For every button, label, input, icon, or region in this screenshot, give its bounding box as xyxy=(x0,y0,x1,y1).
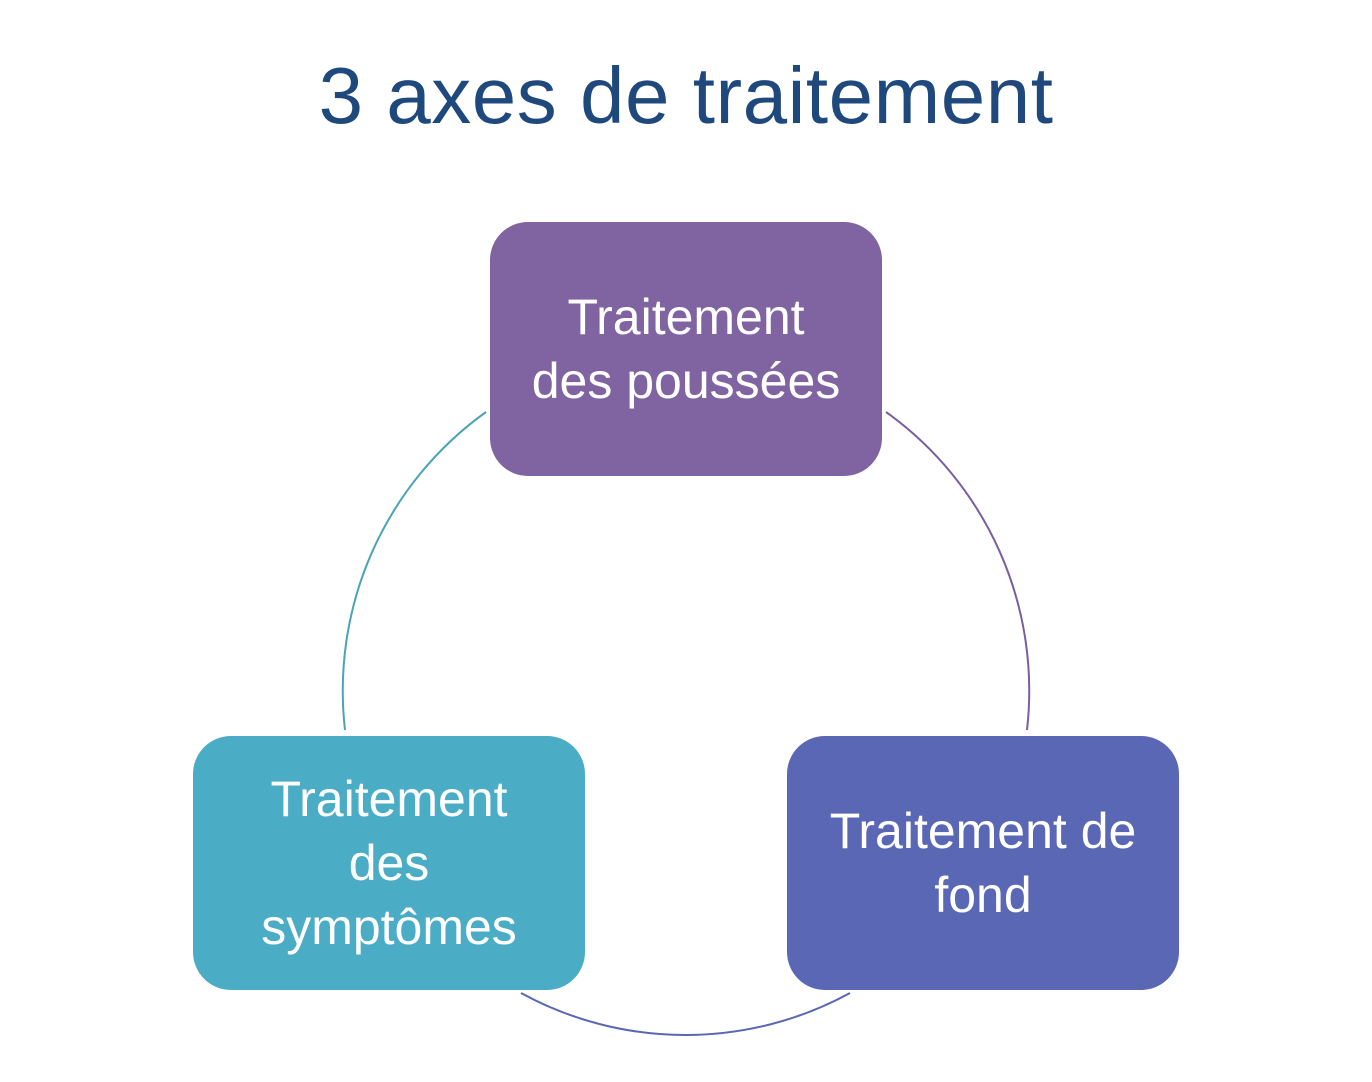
diagram-title: 3 axes de traitement xyxy=(318,51,1054,140)
arc-top-to-right xyxy=(885,411,1031,731)
node-treatment-relapses-label: Traitement des poussées xyxy=(531,289,841,409)
arc-right-to-left xyxy=(520,992,851,1036)
node-treatment-relapses: Traitement des poussées xyxy=(490,222,882,476)
arc-left-to-top xyxy=(341,411,487,731)
node-disease-modifying-treatment-label: Traitement de fond xyxy=(829,803,1137,923)
node-disease-modifying-treatment: Traitement de fond xyxy=(787,736,1179,990)
node-symptom-treatment: Traitement des symptômes xyxy=(193,736,585,990)
node-symptom-treatment-label: Traitement des symptômes xyxy=(261,771,517,955)
